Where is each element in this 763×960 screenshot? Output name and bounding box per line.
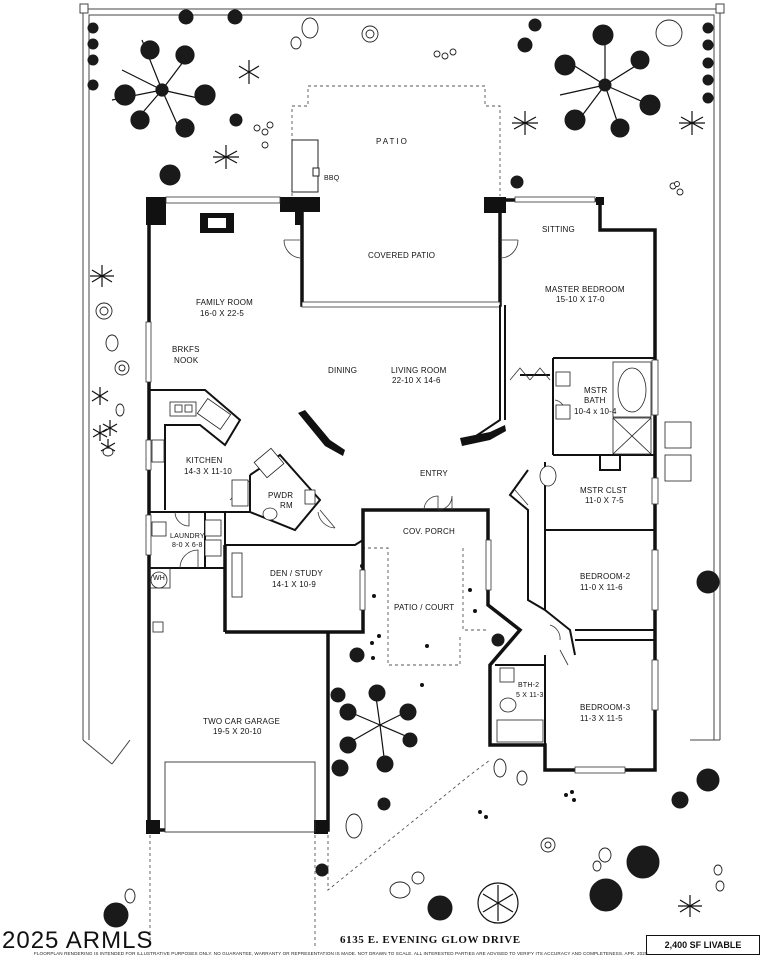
garage-door	[164, 761, 316, 833]
disclaimer: FLOORPLAN RENDERING IS INTENDED FOR ILLU…	[34, 951, 649, 956]
den-cabinet	[231, 552, 243, 598]
label-brkfs: BRKFS	[172, 345, 200, 354]
label-living-room: LIVING ROOM	[391, 366, 447, 375]
label-laundry-size: 8-0 X 6-8	[172, 542, 203, 549]
lot-boundary	[79, 3, 725, 765]
tree-canopy-right	[554, 24, 661, 138]
label-kitchen-size: 14-3 X 11-10	[184, 467, 233, 476]
label-sitting: SITTING	[542, 225, 575, 234]
label-bedroom-3-size: 11-3 X 11-5	[580, 714, 623, 723]
label-mstr-bath-1: MSTR	[584, 386, 608, 395]
label-mstr-clst: MSTR CLST	[580, 486, 628, 495]
kitchen-fixtures	[151, 398, 285, 507]
powder-room-fixtures	[262, 489, 316, 521]
ground-cover	[360, 564, 576, 819]
label-patio-court: PATIO / COURT	[394, 603, 455, 612]
label-pwdr: PWDR	[268, 491, 294, 500]
label-bedroom-3: BEDROOM-3	[580, 703, 631, 712]
label-two-car-garage-size: 19-5 X 20-10	[213, 727, 262, 736]
livable-sf-text: 2,400 SF LIVABLE	[664, 940, 742, 950]
label-cov-porch: COV. PORCH	[403, 527, 455, 536]
master-bath-fixtures	[539, 361, 692, 487]
label-nook: NOOK	[174, 356, 199, 365]
label-bedroom-2-size: 11-0 X 11-6	[580, 583, 623, 592]
label-patio: PATIO	[376, 137, 409, 146]
label-bth-2: BTH-2	[518, 682, 540, 689]
label-bbq: BBQ	[324, 175, 340, 182]
label-wh: WH	[153, 575, 166, 582]
living-room-columns	[298, 410, 506, 456]
label-fp: FP	[210, 219, 220, 226]
laundry-fixtures	[149, 519, 222, 633]
corner-posts	[146, 197, 604, 834]
label-kitchen: KITCHEN	[186, 456, 223, 465]
label-bedroom-2: BEDROOM-2	[580, 572, 631, 581]
fireplace	[200, 213, 234, 233]
label-two-car-garage: TWO CAR GARAGE	[203, 717, 281, 726]
watermark: 2025 ARMLS	[2, 927, 154, 954]
label-mstr-clst-size: 11-0 X 7-5	[585, 496, 624, 505]
label-living-room-size: 22-10 X 14-6	[392, 376, 441, 385]
dashed-hardscape	[149, 85, 501, 948]
label-covered-patio: COVERED PATIO	[368, 251, 436, 260]
bath2-fixtures	[496, 667, 544, 743]
tree-canopy-left	[111, 39, 216, 138]
label-den-size: 14-1 X 10-9	[272, 580, 317, 589]
interior-walls	[150, 305, 655, 745]
boulders	[95, 17, 725, 904]
label-dining: DINING	[328, 366, 358, 375]
property-address: 6135 E. EVENING GLOW DRIVE	[340, 934, 521, 946]
label-master-bedroom-size: 15-10 X 17-0	[556, 295, 605, 304]
label-mstr-bath-2: BATH	[584, 396, 606, 405]
windows	[145, 196, 659, 774]
label-entry: ENTRY	[420, 469, 448, 478]
landscaping	[87, 9, 720, 928]
livable-sf-badge: 2,400 SF LIVABLE	[646, 935, 760, 955]
label-laundry: LAUNDRY	[170, 533, 205, 540]
tree-canopy-court	[339, 684, 418, 773]
label-master-bedroom: MASTER BEDROOM	[545, 285, 625, 294]
label-bth-2-size: 5 X 11-3	[516, 692, 544, 699]
label-family-room-size: 16-0 X 22-5	[200, 309, 245, 318]
label-den: DEN / STUDY	[270, 569, 323, 578]
label-rm: RM	[280, 501, 293, 510]
label-family-room: FAMILY ROOM	[196, 298, 254, 307]
label-mstr-bath-size: 10-4 x 10-4	[574, 407, 617, 416]
bbq-counter	[291, 139, 320, 193]
